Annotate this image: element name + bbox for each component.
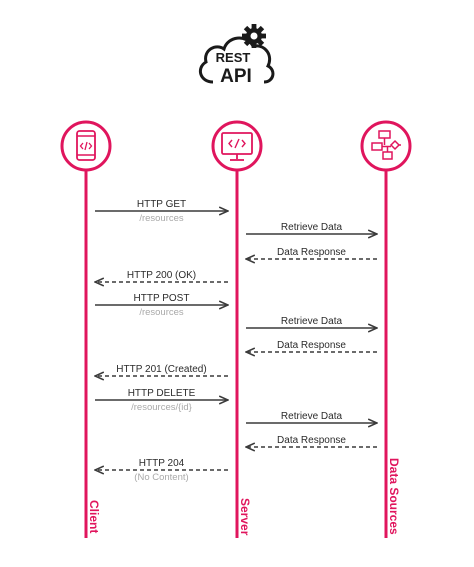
message-sublabel: /resources (139, 307, 184, 318)
message-label: HTTP 201 (Created) (116, 364, 206, 375)
monitor-code-icon (221, 132, 253, 161)
mobile-code-icon (76, 130, 96, 161)
data-sources-label: Data Sources (387, 458, 401, 535)
message-label: HTTP 200 (OK) (127, 270, 196, 281)
lane-server: Server (211, 120, 263, 538)
message-sublabel: (No Content) (134, 472, 188, 483)
message-label: HTTP GET (137, 199, 186, 210)
message-label: HTTP POST (134, 293, 190, 304)
message-label: Retrieve Data (281, 411, 343, 422)
message-label: HTTP 204 (139, 458, 185, 469)
logo-rest-text: REST (216, 50, 251, 65)
message-label: HTTP DELETE (128, 388, 196, 399)
server-node (211, 120, 263, 172)
message-label: Retrieve Data (281, 222, 343, 233)
message-sublabel: /resources/{id} (131, 402, 192, 413)
message-label: Data Response (277, 247, 346, 258)
flowchart-icon (371, 130, 401, 160)
message-label: Data Response (277, 340, 346, 351)
lane-data-sources: Data Sources (360, 120, 412, 538)
logo-api-text: API (220, 66, 252, 87)
rest-api-logo: REST API (198, 24, 275, 87)
gear-cloud-icon (198, 24, 275, 84)
message-sublabel: /resources (139, 213, 184, 224)
gear-icon (242, 24, 266, 48)
client-label: Client (87, 500, 101, 533)
message-label: Retrieve Data (281, 316, 343, 327)
server-label: Server (238, 498, 252, 536)
lane-client: Client (60, 120, 112, 538)
message-label: Data Response (277, 435, 346, 446)
